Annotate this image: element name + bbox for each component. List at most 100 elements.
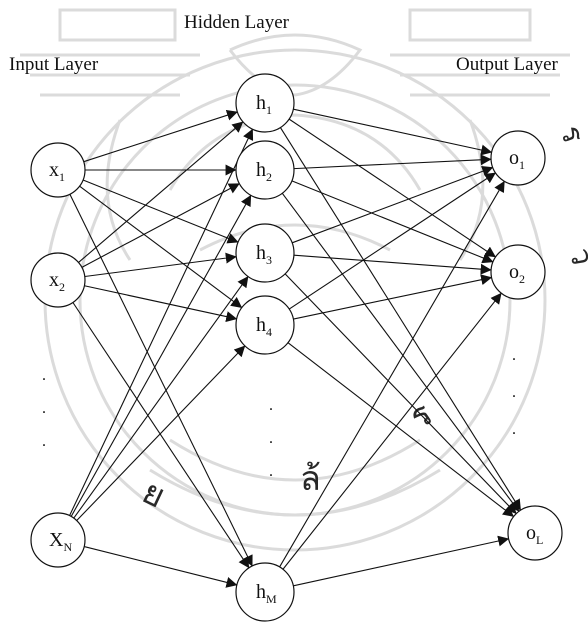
node-circle	[490, 244, 546, 300]
output-ellipsis: . . .	[512, 347, 516, 438]
node-label: hM	[256, 581, 277, 606]
node-label-base: h	[256, 581, 266, 603]
ellipsis-dot: .	[512, 347, 516, 364]
node-label-subscript: L	[536, 533, 543, 547]
svg-text:ย: ย	[137, 474, 171, 516]
node-circle	[235, 295, 295, 355]
connection-arrow	[79, 185, 243, 309]
hidden-node: h3	[235, 223, 295, 283]
node-label: x2	[49, 269, 65, 294]
node-label-base: o	[509, 147, 519, 169]
ellipsis-dot: .	[512, 421, 516, 438]
node-circle	[30, 142, 86, 198]
hidden-node: h1	[235, 73, 295, 133]
output-node: o1	[490, 130, 546, 186]
connection-arrow	[282, 292, 502, 570]
connection-arrow	[84, 285, 238, 322]
connection-arrow	[293, 274, 493, 320]
hidden-node: h2	[235, 140, 295, 200]
node-label-subscript: N	[63, 540, 72, 554]
node-label-subscript: 1	[59, 170, 65, 184]
input-ellipsis: . . .	[42, 367, 46, 450]
node-label-subscript: M	[266, 592, 277, 606]
connection-arrow	[281, 192, 520, 512]
node-label: o2	[509, 261, 525, 286]
connection-arrow	[293, 254, 492, 275]
node-label-base: h	[256, 92, 266, 114]
node-label-subscript: 1	[266, 103, 272, 117]
node-label-base: X	[49, 529, 64, 551]
connection-arrow	[293, 535, 510, 587]
connection-arrow	[69, 193, 253, 567]
node-circle	[30, 512, 86, 568]
input-node: x1	[30, 142, 86, 198]
connection-arrow	[69, 128, 254, 516]
connection-arrow	[70, 194, 252, 517]
svg-text:ว: ว	[563, 245, 588, 267]
connection-arrow	[76, 345, 246, 521]
node-label-base: x	[49, 269, 59, 291]
hidden-ellipsis: . . .	[269, 397, 273, 480]
ellipsis-dot: .	[512, 384, 516, 401]
node-label: h4	[256, 314, 272, 339]
node-label: h3	[256, 242, 272, 267]
node-label-subscript: 2	[59, 280, 65, 294]
input-node: x2	[30, 252, 86, 308]
node-label-subscript: 2	[266, 170, 272, 184]
connection-arrow	[78, 121, 244, 263]
node-label-base: h	[256, 314, 266, 336]
connection-arrow	[293, 108, 493, 156]
node-label: o1	[509, 147, 525, 172]
ellipsis-dot: .	[269, 397, 273, 414]
svg-text:ร: ร	[553, 121, 588, 147]
node-label-subscript: 2	[519, 272, 525, 286]
connection-edges	[69, 108, 522, 588]
node-label: XN	[49, 529, 72, 554]
connection-arrow	[284, 273, 517, 514]
output-layer-title: Output Layer	[456, 54, 559, 75]
connection-arrow	[73, 276, 249, 519]
connection-arrow	[279, 127, 522, 511]
node-label-subscript: 3	[266, 253, 272, 267]
node-label-subscript: 4	[266, 325, 272, 339]
connection-arrow	[84, 252, 237, 278]
ellipsis-dot: .	[42, 433, 46, 450]
connection-arrow	[293, 154, 492, 170]
output-node: o2	[490, 244, 546, 300]
connection-arrow	[287, 342, 515, 517]
ellipsis-dot: .	[269, 430, 273, 447]
output-node: oL	[507, 505, 563, 561]
node-circle	[235, 140, 295, 200]
node-circle	[235, 562, 295, 622]
node-circle	[235, 223, 295, 283]
connection-arrow	[279, 180, 505, 568]
node-label-base: o	[526, 522, 536, 544]
node-label-base: h	[256, 159, 266, 181]
hidden-node: hM	[235, 562, 295, 622]
connection-arrow	[291, 180, 494, 264]
node-label-subscript: 1	[519, 158, 525, 172]
connection-arrow	[72, 302, 250, 569]
connection-arrow	[83, 109, 238, 163]
connection-arrow	[82, 179, 239, 244]
hidden-node: h4	[235, 295, 295, 355]
node-label: h1	[256, 92, 272, 117]
ellipsis-dot: .	[42, 400, 46, 417]
node-label: h2	[256, 159, 272, 184]
node-circle	[30, 252, 86, 308]
connection-arrow	[291, 166, 494, 244]
node-label-base: x	[49, 159, 59, 181]
svg-text:ล้: ล้	[300, 461, 321, 498]
input-node: XN	[30, 512, 86, 568]
node-label: x1	[49, 159, 65, 184]
connection-arrow	[81, 183, 240, 268]
node-circle	[490, 130, 546, 186]
node-label-base: h	[256, 242, 266, 264]
ellipsis-dot: .	[42, 367, 46, 384]
node-circle	[235, 73, 295, 133]
hidden-layer-title: Hidden Layer	[184, 12, 290, 33]
connection-arrow	[288, 172, 496, 310]
